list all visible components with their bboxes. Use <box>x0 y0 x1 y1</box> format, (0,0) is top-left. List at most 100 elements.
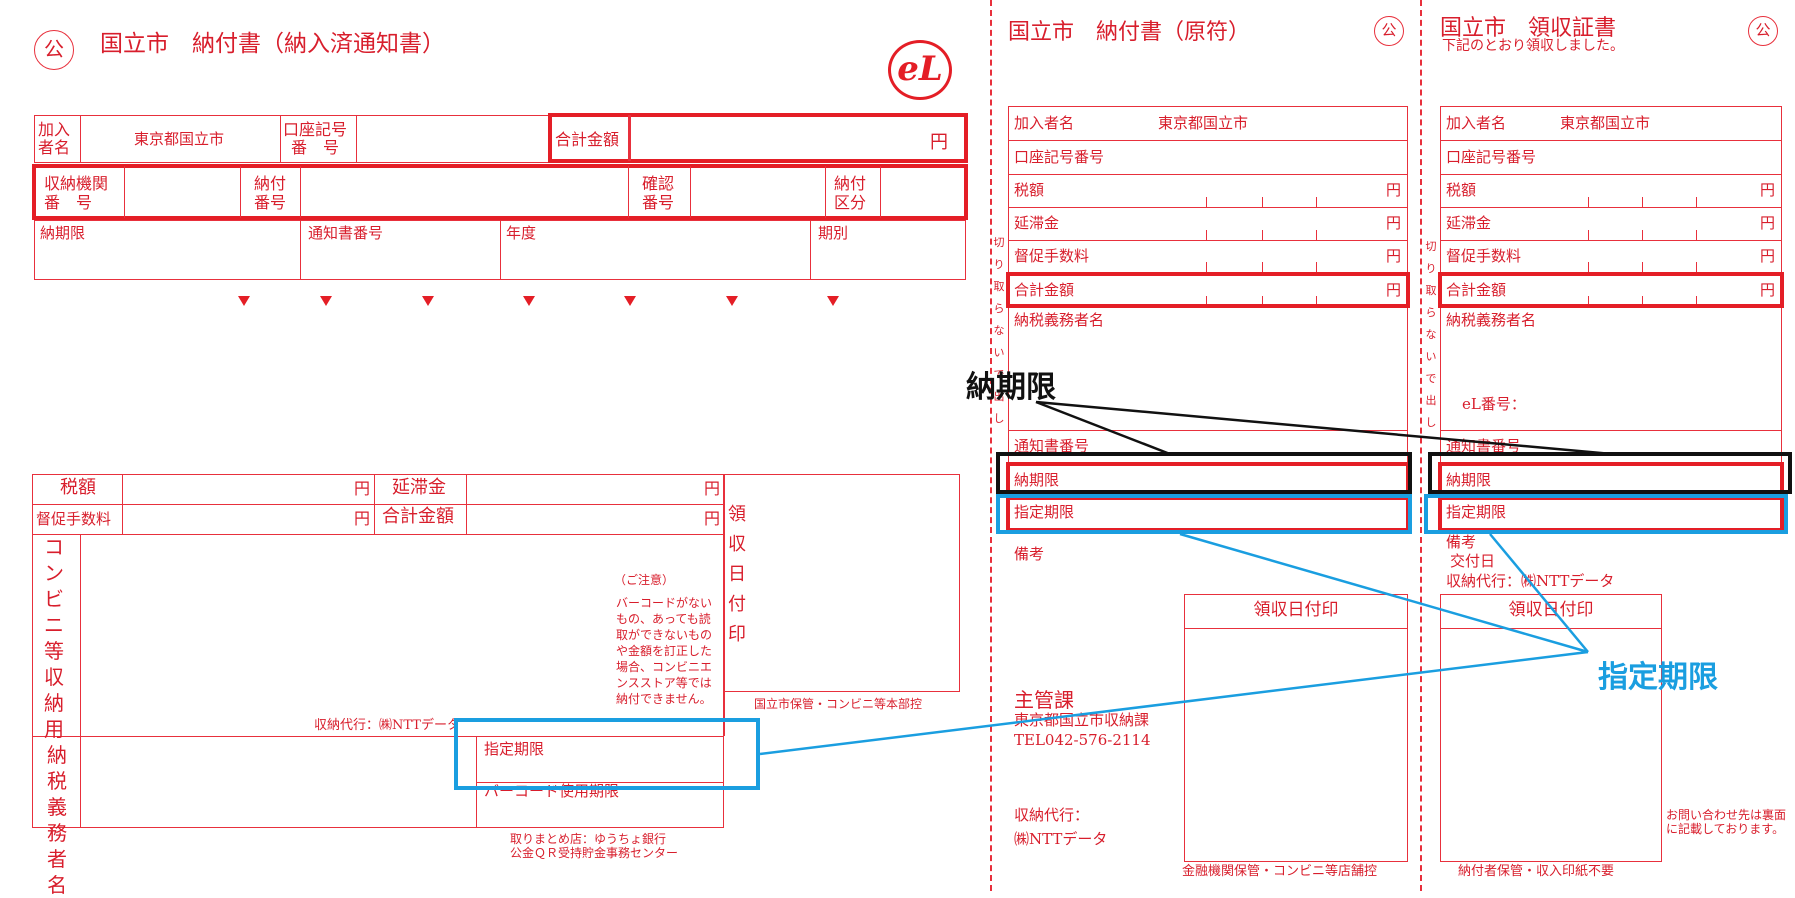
left-ryoshu-vertical: 領収日付印 <box>728 504 746 645</box>
perforation-line <box>1420 0 1422 891</box>
middle-noki-label: 納期限 <box>1014 471 1060 489</box>
cut-marker-icon <box>238 296 250 306</box>
left-kanyu-label: 加入 者名 <box>38 120 71 157</box>
left-koza-label: 口座記号 番 号 <box>283 120 348 157</box>
middle-zeigaku-label: 税額 <box>1014 181 1045 199</box>
middle-tokusoku-label: 督促手数料 <box>1014 247 1090 265</box>
right-title: 国立市 領収証書 <box>1440 16 1617 41</box>
left-kibetsu-label: 期別 <box>818 224 849 242</box>
right-kofu-label: 交付日 <box>1450 552 1496 570</box>
el-logo-icon: eL <box>888 40 952 100</box>
middle-shuno-daiko-value: ㈱NTTデータ <box>1014 830 1108 848</box>
middle-entai-label: 延滞金 <box>1014 214 1060 232</box>
middle-shukanka-detail: 東京都国立市収納課 TEL042-576-2114 <box>1014 711 1151 749</box>
left-gokei-yen: 円 <box>930 132 948 153</box>
left-gokei2-yen: 円 <box>704 509 721 528</box>
middle-kanyu-label: 加入者名 <box>1014 114 1075 132</box>
right-subtitle: 下記のとおり領収しました。 <box>1442 38 1624 54</box>
right-noki-label: 納期限 <box>1446 471 1492 489</box>
right-kanyu-value: 東京都国立市 <box>1560 114 1651 132</box>
annotation-shitei: 指定期限 <box>1598 660 1718 695</box>
left-nofu-kubun-label: 納付 区分 <box>834 174 867 212</box>
left-toritamatome: 取りまとめ店：ゆうちょ銀行 公金ＱＲ受持貯金事務センター <box>510 832 679 860</box>
middle-tokusoku-yen: 円 <box>1386 247 1402 265</box>
middle-nozei-label: 納税義務者名 <box>1014 311 1105 329</box>
left-tsuchi-label: 通知書番号 <box>308 224 384 242</box>
left-tokusoku-label: 督促手数料 <box>36 510 112 528</box>
right-nozei-label: 納税義務者名 <box>1446 311 1537 329</box>
left-nozei-vertical: 納税義務者名 <box>47 743 67 897</box>
left-nofu-bango-label: 納付 番号 <box>254 174 287 212</box>
middle-shukanka: 主管課 <box>1014 688 1074 712</box>
right-zeigaku-label: 税額 <box>1446 181 1477 199</box>
right-shitei-label: 指定期限 <box>1446 503 1507 521</box>
left-zeigaku-yen: 円 <box>354 479 371 498</box>
cut-marker-icon <box>320 296 332 306</box>
right-tokusoku-label: 督促手数料 <box>1446 247 1522 265</box>
left-gokei2-label: 合計金額 <box>382 506 454 527</box>
cut-marker-icon <box>726 296 738 306</box>
middle-shitei-label: 指定期限 <box>1014 503 1075 521</box>
middle-koza-label: 口座記号番号 <box>1014 148 1105 166</box>
middle-gokei-box <box>1006 272 1410 308</box>
left-shitei-label: 指定期限 <box>484 740 545 758</box>
right-toiawase: お問い合わせ先は裏面に記載しております。 <box>1666 808 1787 836</box>
middle-zeigaku-yen: 円 <box>1386 181 1402 199</box>
left-kanyu-value: 東京都国立市 <box>134 130 225 148</box>
right-hokan-note: 納付者保管・収入印紙不要 <box>1458 864 1615 879</box>
kou-stamp-icon: 公 <box>1748 16 1778 46</box>
annotation-noki: 納期限 <box>966 370 1056 405</box>
left-kakunin-label: 確認 番号 <box>642 174 675 212</box>
kou-stamp-icon: 公 <box>1374 16 1404 46</box>
left-chui-title: （ご注意） <box>614 573 675 587</box>
right-kiri-vertical: 切り取らないで出し <box>1425 240 1437 429</box>
middle-biko-label: 備考 <box>1014 545 1045 563</box>
left-tokusoku-yen: 円 <box>354 509 371 528</box>
left-nendo-label: 年度 <box>506 224 537 242</box>
middle-kiri-vertical: 切り取らないで出し <box>993 236 1005 425</box>
right-noki-highlight <box>1428 452 1792 494</box>
middle-shuno-daiko-label: 収納代行： <box>1014 806 1090 824</box>
right-entai-yen: 円 <box>1760 214 1776 232</box>
right-ryoshu-box <box>1440 594 1662 862</box>
left-shitei-highlight <box>454 718 760 790</box>
left-entai-yen: 円 <box>704 479 721 498</box>
left-ryoshu-box <box>724 474 960 692</box>
left-title: 国立市 納付書（納入済通知書） <box>100 31 445 57</box>
right-shitei-highlight <box>1424 494 1788 534</box>
middle-gokei-label: 合計金額 <box>1014 281 1075 299</box>
middle-ryoshu-box <box>1184 594 1408 862</box>
cut-marker-icon <box>827 296 839 306</box>
left-conveni-vertical: コンビニ等収納用 <box>44 535 64 741</box>
right-shuno-daiko: 収納代行：㈱NTTデータ <box>1446 572 1615 590</box>
left-gokei-box <box>548 113 968 163</box>
right-kanyu-label: 加入者名 <box>1446 114 1507 132</box>
middle-kanyu-value: 東京都国立市 <box>1158 114 1249 132</box>
right-el-bango: eL番号： <box>1462 395 1526 413</box>
right-biko-label: 備考 <box>1446 533 1477 551</box>
right-gokei-box <box>1438 272 1784 308</box>
middle-ryoshu-label: 領収日付印 <box>1253 600 1339 620</box>
right-entai-label: 延滞金 <box>1446 214 1492 232</box>
right-gokei-yen: 円 <box>1760 281 1776 299</box>
middle-gokei-yen: 円 <box>1386 281 1402 299</box>
perforation-line <box>990 0 992 891</box>
right-koza-label: 口座記号番号 <box>1446 148 1537 166</box>
cut-marker-icon <box>523 296 535 306</box>
right-tokusoku-yen: 円 <box>1760 247 1776 265</box>
cut-marker-icon <box>624 296 636 306</box>
middle-entai-yen: 円 <box>1386 214 1402 232</box>
middle-noki-highlight <box>996 452 1412 494</box>
kou-stamp-icon: 公 <box>34 30 74 70</box>
left-gokei-label: 合計金額 <box>555 130 620 149</box>
middle-hokan-note: 金融機関保管・コンビニ等店舗控 <box>1182 864 1378 879</box>
left-shuno-label: 収納機関 番 号 <box>44 174 109 212</box>
left-chui-body: バーコードがないもの、あっても読取ができないものや金額を訂正した場合、コンビニエ… <box>616 596 713 706</box>
middle-title: 国立市 納付書（原符） <box>1008 20 1251 45</box>
left-hokan-note: 国立市保管・コンビニ等本部控 <box>754 697 923 711</box>
left-noki-label: 納期限 <box>40 224 86 242</box>
cut-marker-icon <box>422 296 434 306</box>
left-lower-table <box>32 474 724 828</box>
left-shuno-daiko: 収納代行：㈱NTTデータ <box>314 718 460 733</box>
left-row2-box <box>32 164 968 220</box>
